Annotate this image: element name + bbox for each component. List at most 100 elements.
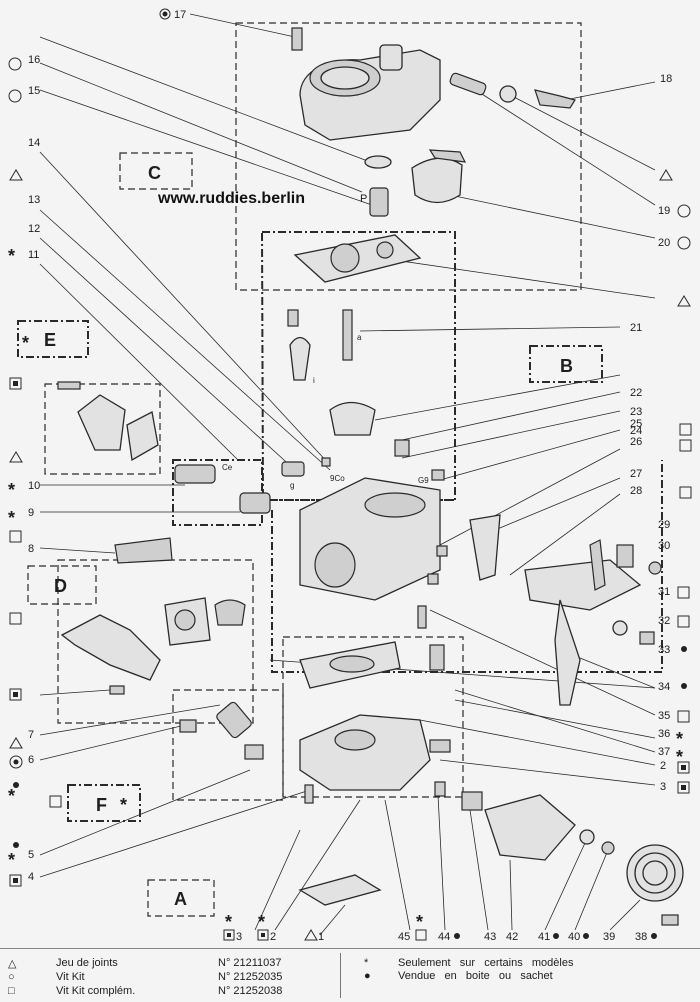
choke-parts	[57, 381, 246, 695]
letter-A: A	[174, 889, 187, 909]
callout-6: 6	[28, 754, 34, 766]
outline-top-cover	[235, 22, 582, 291]
callout-39: 39	[603, 931, 615, 943]
label-ce: Ce	[222, 463, 233, 472]
callout-11: 11	[28, 249, 39, 261]
legend-circle-icon: ○	[8, 971, 15, 983]
callout-31: 31	[658, 586, 670, 598]
callout-22: 22	[630, 387, 642, 399]
asterisk-9: *	[8, 508, 15, 528]
legend-label-joints: Jeu de joints	[56, 957, 118, 969]
callout-38: 38	[635, 931, 647, 943]
callout-5: 5	[28, 849, 34, 861]
label-P: P	[360, 193, 367, 205]
box-D	[27, 565, 97, 605]
callout-19: 19	[658, 205, 670, 217]
outline-jets	[172, 459, 263, 526]
callout-24: 24	[630, 425, 642, 437]
callout-35: 35	[658, 710, 670, 722]
group-b-parts	[287, 234, 445, 481]
callout-29: 29	[658, 519, 670, 531]
outline-group-E	[44, 383, 161, 475]
callouts-right: 18 19 20 21 22 23 24 25 26 27 28 29 30 3…	[630, 73, 692, 794]
legend-triangle-icon: △	[8, 958, 17, 970]
callout-33: 33	[658, 644, 670, 656]
callout-8: 8	[28, 543, 34, 555]
callout-15: 15	[28, 85, 40, 97]
top-cover-parts	[291, 27, 576, 217]
legend-ref-kit-complem: N° 21252038	[218, 985, 283, 997]
callout-41: 41	[538, 931, 550, 943]
legend-ref-joints: N° 21211037	[218, 957, 282, 969]
legend-asterisk-icon: *	[364, 957, 369, 969]
callout-37: 37	[658, 746, 670, 758]
box-C	[119, 152, 193, 190]
asterisk-6: *	[8, 786, 15, 806]
callout-14: 14	[28, 137, 40, 149]
callout-16: 16	[28, 54, 40, 66]
legend: △ Jeu de joints N° 21211037 ○ Vit Kit N°…	[0, 948, 700, 1002]
asterisk-45: *	[416, 912, 423, 932]
box-E	[17, 320, 89, 358]
callout-45: 45	[398, 931, 410, 943]
callout-4: 4	[28, 871, 34, 883]
asterisk-10: *	[8, 480, 15, 500]
callout-40: 40	[568, 931, 580, 943]
callout-1: 1	[318, 931, 324, 943]
callout-42: 42	[506, 931, 518, 943]
box-B	[529, 345, 603, 383]
asterisk-36: *	[676, 729, 683, 749]
outline-lower-body	[282, 636, 464, 798]
legend-square-icon: □	[8, 985, 15, 997]
asterisk-5: *	[8, 850, 15, 870]
callouts-bottom: * 3 * 2 1 45 * 44 43 42 41 40 39 38	[223, 912, 657, 943]
asterisk-11: *	[8, 246, 15, 266]
legend-divider	[340, 953, 341, 998]
callout-18: 18	[660, 73, 672, 85]
carburetor-exploded-view: C B E * D F * A	[8, 8, 692, 943]
callout-26: 26	[630, 436, 642, 448]
legend-note-models: Seulement sur certains modèles	[398, 957, 574, 969]
callout-2b: 2	[270, 931, 276, 943]
legend-label-kit-complem: Vit Kit complém.	[56, 985, 136, 997]
label-g: g	[290, 481, 294, 490]
main-body	[114, 461, 662, 706]
asterisk-E: *	[22, 333, 29, 353]
label-g9: G9	[418, 476, 429, 485]
outline-group-D	[57, 559, 254, 724]
callout-10: 10	[28, 480, 40, 492]
callout-12: 12	[28, 223, 40, 235]
asterisk-3: *	[225, 912, 232, 932]
callout-9: 9	[28, 507, 34, 519]
asterisk-F: *	[120, 795, 127, 815]
callout-23: 23	[630, 406, 642, 418]
letter-B: B	[560, 356, 573, 376]
callout-36: 36	[658, 728, 670, 740]
lower-body-parts	[179, 641, 684, 926]
legend-note-box: Vendue en boite ou sachet	[398, 970, 553, 982]
label-a: a	[357, 333, 362, 342]
asterisk-37: *	[676, 747, 683, 767]
callout-28: 28	[630, 485, 642, 497]
letter-D: D	[54, 576, 67, 596]
callout-3b: 3	[236, 931, 242, 943]
label-i: i	[313, 376, 315, 385]
legend-ref-kit: N° 21252035	[218, 971, 283, 983]
label-gco: 9Co	[330, 474, 345, 483]
letter-E: E	[44, 330, 56, 350]
callout-21: 21	[630, 322, 642, 334]
asterisk-2: *	[258, 912, 265, 932]
callout-25: 25	[630, 418, 642, 430]
callouts-left: 17 16 15 14 13 12 * 11 * 10 * 9 8 7 6 * …	[8, 8, 186, 887]
callout-7: 7	[28, 729, 34, 741]
box-F	[67, 784, 141, 822]
callout-44: 44	[438, 931, 450, 943]
callout-30: 30	[658, 540, 670, 552]
callout-32: 32	[658, 615, 670, 627]
callout-34: 34	[658, 681, 670, 693]
leader-lines	[39, 13, 656, 936]
outline-group-B	[260, 231, 456, 501]
callout-2r: 2	[660, 760, 666, 772]
callout-20: 20	[658, 237, 670, 249]
